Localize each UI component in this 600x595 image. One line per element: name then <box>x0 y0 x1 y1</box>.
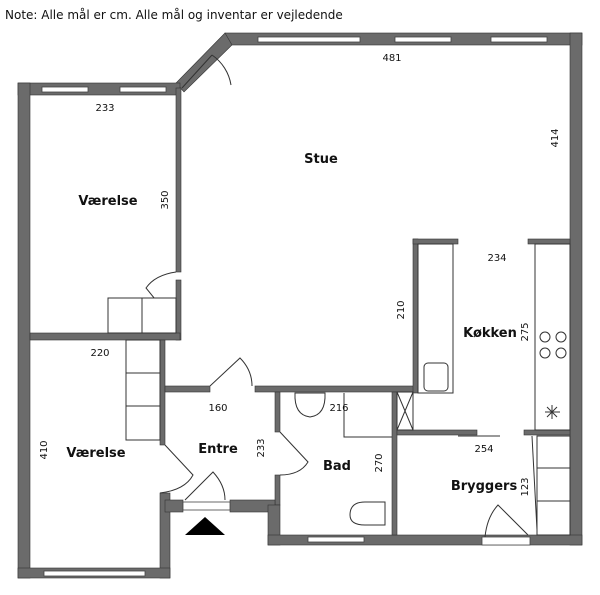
dim-bad-width: 216 <box>329 403 348 414</box>
room-label-vaerelse-2: Værelse <box>66 446 125 461</box>
room-label-vaerelse-1: Værelse <box>78 194 137 209</box>
labels: Stue 481 414 Værelse 233 350 Værelse 220… <box>39 53 561 497</box>
dim-entre-depth: 233 <box>256 438 267 457</box>
dim-entre-width: 160 <box>208 403 227 414</box>
entrance-arrow-icon <box>185 517 225 535</box>
dim-vaerelse-1-width: 233 <box>95 103 114 114</box>
room-label-kokken: Køkken <box>463 326 517 341</box>
plan-note: Note: Alle mål er cm. Alle mål og invent… <box>5 8 343 22</box>
dim-kokken-width: 234 <box>487 253 506 264</box>
dim-vaerelse-2-width: 220 <box>90 348 109 359</box>
dim-bryggers-width: 254 <box>474 444 493 455</box>
dim-vaerelse-2-depth: 410 <box>39 440 50 459</box>
dim-vaerelse-1-depth: 350 <box>160 190 171 209</box>
dim-bryggers-depth: 123 <box>520 477 531 496</box>
room-label-bad: Bad <box>323 459 351 474</box>
furniture <box>107 243 571 536</box>
room-label-stue: Stue <box>304 152 338 167</box>
dim-kokken-depth: 275 <box>520 322 531 341</box>
room-label-entre: Entre <box>198 442 238 457</box>
room-label-bryggers: Bryggers <box>451 479 518 494</box>
dim-stue-depth: 414 <box>550 128 561 147</box>
windows <box>41 36 548 577</box>
dim-stue-width: 481 <box>382 53 401 64</box>
dim-kokken-side: 210 <box>396 300 407 319</box>
walls <box>17 32 583 579</box>
doors <box>145 54 538 538</box>
dim-bad-depth: 270 <box>374 453 385 472</box>
